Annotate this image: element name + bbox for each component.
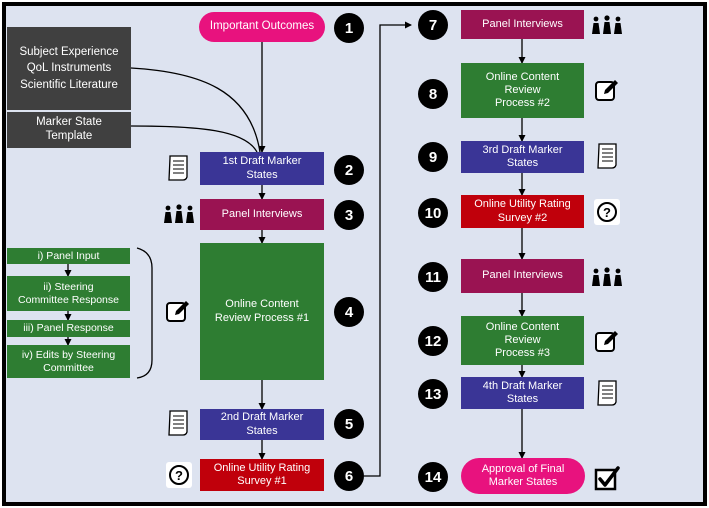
step-badge-7: 7 [418, 10, 448, 40]
panel-interviews-1-node: Panel Interviews [200, 199, 324, 230]
step-badge-4: 4 [334, 297, 364, 327]
edit-icon [595, 331, 618, 352]
question-icon: ? [594, 199, 620, 225]
important-outcomes-node: Important Outcomes [199, 12, 325, 42]
step-badge-11: 11 [418, 262, 448, 292]
step-badge-3: 3 [334, 200, 364, 230]
document-icon [168, 155, 188, 181]
draft1-node: 1st Draft Marker States [200, 152, 324, 185]
checkbox-icon [594, 466, 620, 491]
marker-state-template-node: Marker State Template [7, 112, 131, 148]
online-review-1-node: Online Content Review Process #1 [200, 243, 324, 380]
step-badge-2: 2 [334, 155, 364, 185]
step-badge-9: 9 [418, 142, 448, 172]
step-badge-12: 12 [418, 326, 448, 356]
online-review-3-node: Online Content Review Process #3 [461, 316, 584, 365]
substep-panel-response: iii) Panel Response [7, 320, 130, 337]
arrow-template-to-draft1 [130, 125, 258, 153]
document-icon [597, 143, 617, 169]
substep-steering-edits: iv) Edits by Steering Committee [7, 345, 130, 378]
arrow-subject-to-draft1 [130, 67, 261, 153]
step-badge-6: 6 [334, 461, 364, 491]
utility-survey-1-node: Online Utility Rating Survey #1 [200, 459, 324, 491]
step-badge-10: 10 [418, 198, 448, 228]
document-icon [168, 410, 188, 436]
step-badge-1: 1 [334, 13, 364, 43]
step-badge-5: 5 [334, 409, 364, 439]
substep-steering-response: ii) Steering Committee Response [7, 276, 130, 311]
approval-node: Approval of Final Marker States [461, 458, 585, 494]
edit-icon [166, 301, 189, 322]
panel-interviews-3-node: Panel Interviews [461, 259, 584, 293]
utility-survey-2-node: Online Utility Rating Survey #2 [461, 195, 584, 228]
substep-panel-input: i) Panel Input [7, 248, 130, 264]
step-badge-14: 14 [418, 462, 448, 492]
people-icon [164, 204, 194, 223]
question-icon: ? [166, 462, 192, 488]
step-badge-13: 13 [418, 379, 448, 409]
draft4-node: 4th Draft Marker States [461, 377, 584, 409]
step-badge-8: 8 [418, 79, 448, 109]
substeps-bracket [136, 247, 153, 379]
people-icon [592, 267, 622, 286]
arrow-survey1-to-panel2 [364, 21, 412, 477]
panel-interviews-2-node: Panel Interviews [461, 10, 584, 39]
people-icon [592, 15, 622, 34]
online-review-2-node: Online Content Review Process #2 [461, 63, 584, 118]
document-icon [597, 380, 617, 406]
subject-experience-node: Subject Experience QoL Instruments Scien… [7, 27, 131, 110]
draft3-node: 3rd Draft Marker States [461, 141, 584, 173]
edit-icon [595, 80, 618, 101]
draft2-node: 2nd Draft Marker States [200, 409, 324, 440]
